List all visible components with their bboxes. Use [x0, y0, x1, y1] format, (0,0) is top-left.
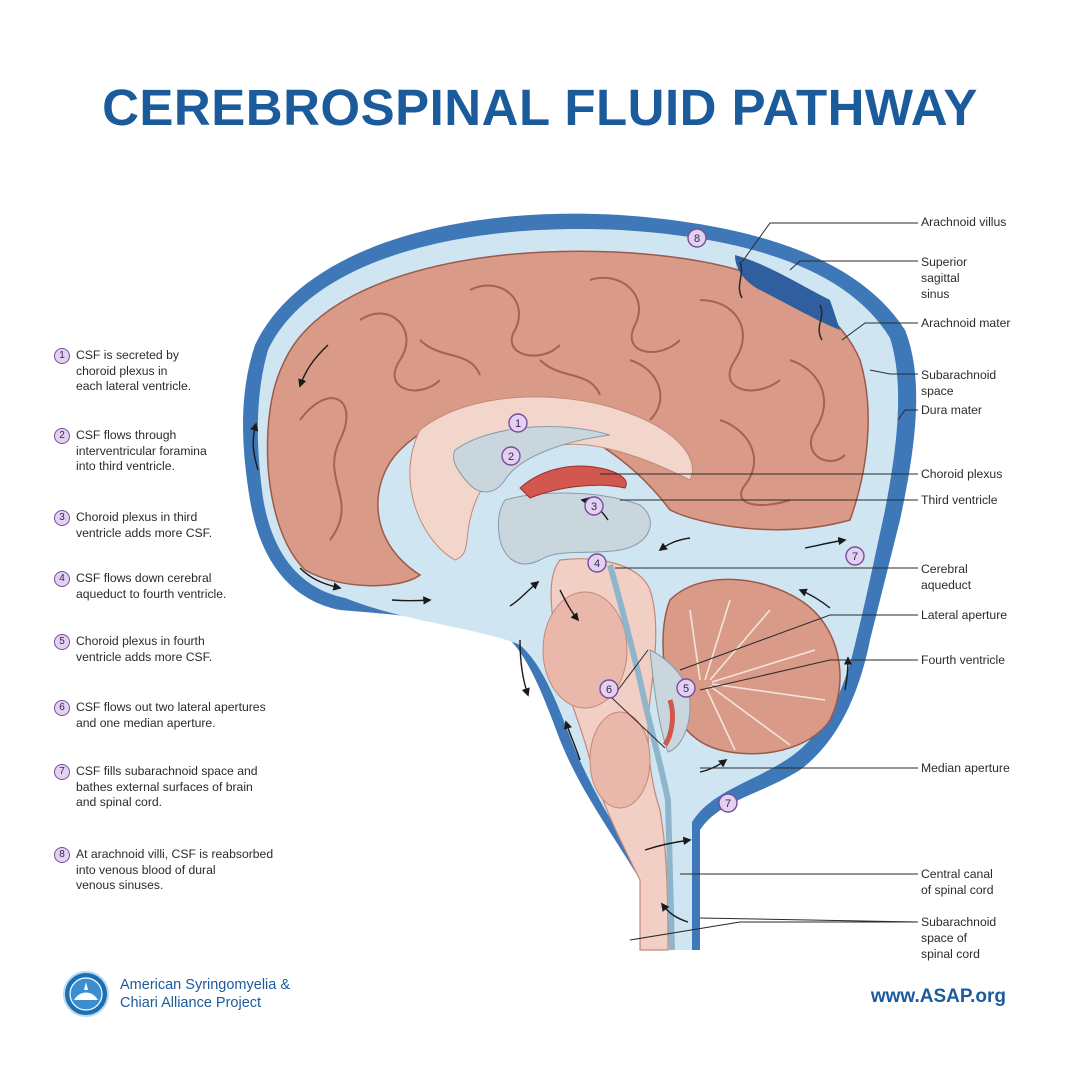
marker-4: 4 — [587, 553, 607, 573]
leader-lines — [600, 222, 919, 941]
step-text: Choroid plexus in fourth ventricle adds … — [76, 634, 213, 664]
marker-7b: 7 — [718, 793, 738, 813]
svg-text:7: 7 — [725, 798, 731, 810]
marker-7a: 7 — [845, 546, 865, 566]
svg-text:1: 1 — [515, 418, 521, 430]
label-choroid-plexus: Choroid plexus — [921, 467, 1003, 481]
label-arachnoid-villus: Arachnoid villus — [921, 215, 1007, 229]
gyri-lines — [299, 276, 846, 541]
svg-text:4: 4 — [594, 558, 600, 570]
step-6: 6 CSF flows out two lateral apertures an… — [54, 700, 314, 731]
page-title: CEREBROSPINAL FLUID PATHWAY — [102, 79, 978, 136]
step-text: CSF flows out two lateral apertures and … — [76, 700, 266, 730]
label-third-ventricle: Third ventricle — [921, 493, 998, 507]
step-text: Choroid plexus in third ventricle adds m… — [76, 510, 213, 540]
arachnoid-villus-shape — [738, 261, 743, 299]
step-number-badge: 2 — [54, 428, 70, 444]
step-text: CSF fills subarachnoid space and bathes … — [76, 764, 258, 809]
label-central-canal: Central canal of spinal cord — [921, 867, 994, 897]
label-subarachnoid-spinal: Subarachnoid space of spinal cord — [921, 915, 997, 961]
marker-5: 5 — [676, 678, 696, 698]
step-1: 1 CSF is secreted by choroid plexus in e… — [54, 348, 314, 395]
step-number-badge: 7 — [54, 764, 70, 780]
label-arachnoid-mater: Arachnoid mater — [921, 316, 1011, 330]
central-canal-shape — [607, 564, 675, 951]
choroid-plexus-shape — [519, 465, 627, 499]
step-number-badge: 8 — [54, 847, 70, 863]
label-lateral-aperture: Lateral aperture — [921, 608, 1008, 622]
step-5: 5 Choroid plexus in fourth ventricle add… — [54, 634, 314, 665]
asap-logo-icon — [63, 971, 109, 1017]
svg-text:7: 7 — [852, 551, 858, 563]
step-3: 3 Choroid plexus in third ventricle adds… — [54, 510, 314, 541]
svg-text:6: 6 — [606, 684, 612, 696]
step-number-badge: 3 — [54, 510, 70, 526]
organization-name: American Syringomyelia & Chiari Alliance… — [120, 977, 291, 1011]
lateral-ventricle-shape — [453, 426, 611, 493]
label-cerebral-aqueduct: Cerebral aqueduct — [921, 562, 972, 592]
label-fourth-ventricle: Fourth ventricle — [921, 653, 1005, 667]
cerebellum-folia — [689, 599, 826, 751]
medulla-shape — [589, 711, 651, 809]
marker-2: 2 — [501, 446, 521, 466]
step-8: 8 At arachnoid villi, CSF is reabsorbed … — [54, 847, 314, 894]
marker-1: 1 — [508, 413, 528, 433]
marker-8: 8 — [687, 228, 707, 248]
website-link[interactable]: www.ASAP.org — [870, 986, 1006, 1007]
label-dura-mater: Dura mater — [921, 403, 982, 417]
superior-sagittal-sinus-shape — [735, 255, 840, 330]
step-2: 2 CSF flows through interventricular for… — [54, 428, 314, 475]
step-number-badge: 5 — [54, 634, 70, 650]
label-median-aperture: Median aperture — [921, 761, 1010, 775]
marker-6: 6 — [599, 679, 619, 699]
step-text: At arachnoid villi, CSF is reabsorbed in… — [76, 847, 274, 892]
step-text: CSF flows through interventricular foram… — [76, 428, 207, 473]
step-number-badge: 1 — [54, 348, 70, 364]
pons-shape — [542, 591, 628, 709]
fourth-choroid-plexus — [662, 699, 675, 747]
step-text: CSF is secreted by choroid plexus in eac… — [76, 348, 192, 393]
third-ventricle-shape — [497, 492, 651, 565]
svg-text:2: 2 — [508, 451, 514, 463]
label-superior-sagittal-sinus: Superior sagittal sinus — [921, 255, 968, 301]
marker-3: 3 — [584, 496, 604, 516]
svg-text:3: 3 — [591, 501, 597, 513]
svg-text:5: 5 — [683, 683, 689, 695]
arachnoid-villus-shape-2 — [818, 304, 823, 341]
step-7: 7 CSF fills subarachnoid space and bathe… — [54, 764, 314, 811]
step-number-badge: 4 — [54, 571, 70, 587]
step-number-badge: 6 — [54, 700, 70, 716]
label-subarachnoid-space: Subarachnoid space — [921, 368, 997, 398]
step-text: CSF flows down cerebral aqueduct to four… — [76, 571, 227, 601]
step-4: 4 CSF flows down cerebral aqueduct to fo… — [54, 571, 314, 602]
flow-arrows — [250, 344, 853, 923]
svg-text:8: 8 — [694, 233, 700, 245]
